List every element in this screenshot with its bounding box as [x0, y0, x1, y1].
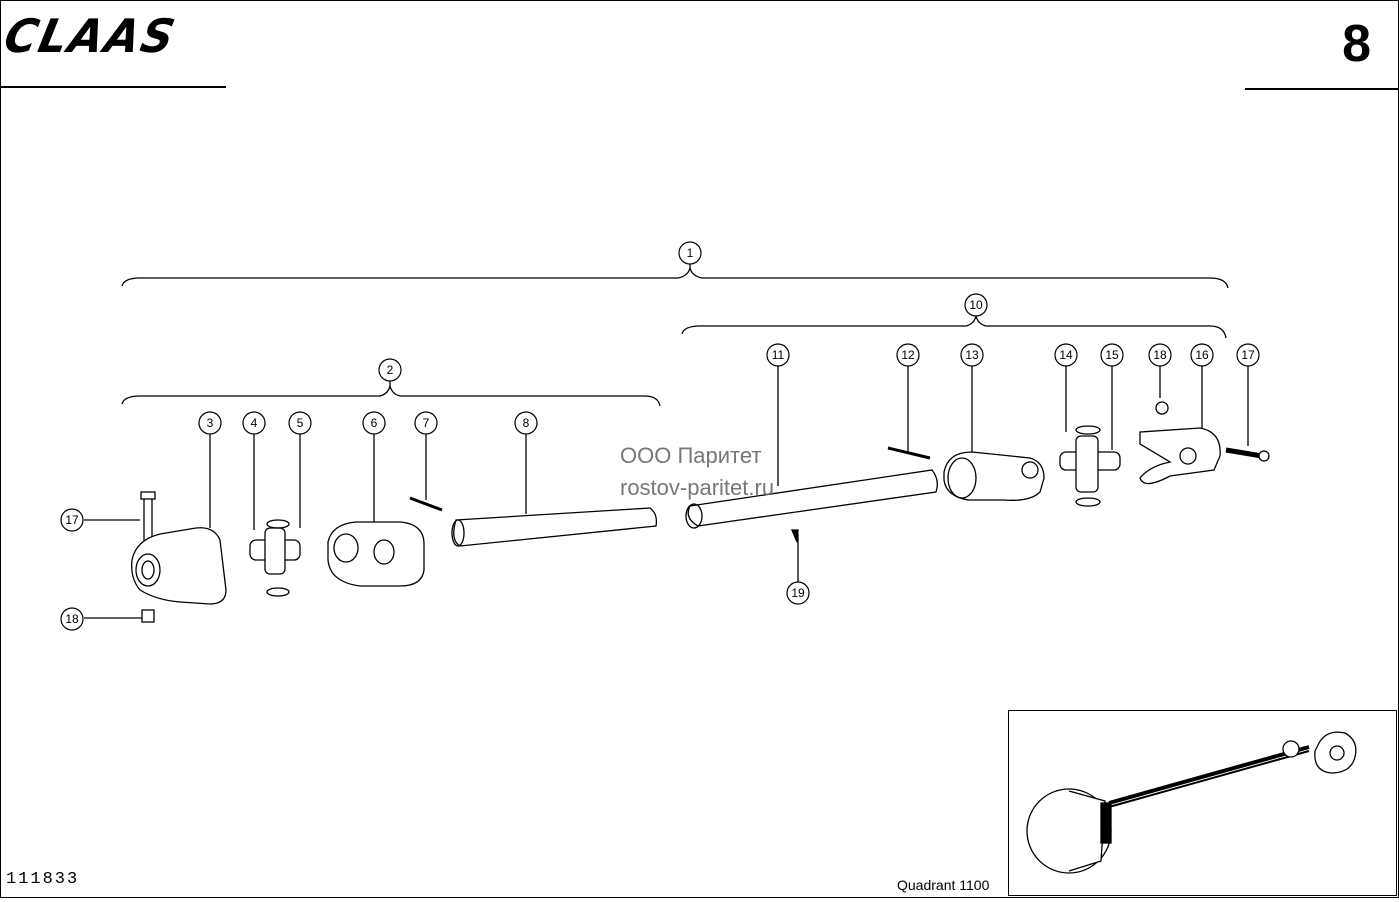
watermark: ООО Паритет rostov-paritet.ru — [620, 440, 774, 504]
callout-c12: 12 — [896, 343, 920, 367]
callout-c8: 8 — [514, 411, 538, 435]
callout-label: 10 — [969, 298, 983, 312]
callout-label: 13 — [965, 348, 979, 362]
callout-circle — [786, 581, 810, 605]
part-yoke-3 — [131, 527, 227, 605]
callout-label: 19 — [791, 586, 805, 600]
callout-circle — [1236, 343, 1260, 367]
part-screw-19 — [791, 529, 799, 543]
callout-circle — [1148, 343, 1172, 367]
callout-circle — [60, 607, 84, 631]
callout-c5: 5 — [288, 411, 312, 435]
callout-label: 12 — [901, 348, 915, 362]
callout-c17a: 17 — [1236, 343, 1260, 367]
callout-label: 18 — [1153, 348, 1167, 362]
callout-c4: 4 — [242, 411, 266, 435]
callout-c6: 6 — [362, 411, 386, 435]
callout-circle — [678, 241, 702, 265]
callout-c18a: 18 — [1148, 343, 1172, 367]
part-bolt-right — [1225, 447, 1263, 459]
callout-label: 6 — [371, 416, 378, 430]
callout-circle — [242, 411, 266, 435]
callout-label: 3 — [207, 416, 214, 430]
header-rule-left — [0, 86, 226, 88]
callout-c1: 1 — [678, 241, 702, 265]
part-pin-12 — [887, 446, 931, 460]
callout-label: 16 — [1195, 348, 1209, 362]
callout-label: 18 — [65, 612, 79, 626]
doc-number: 111833 — [6, 870, 80, 889]
callout-label: 2 — [387, 363, 394, 377]
callout-label: 17 — [1241, 348, 1255, 362]
part-pin-7 — [409, 496, 443, 512]
callout-circle — [60, 508, 84, 532]
callout-c13: 13 — [960, 343, 984, 367]
callout-label: 5 — [297, 416, 304, 430]
inset-illustration — [1008, 710, 1397, 896]
callout-label: 11 — [772, 348, 785, 362]
bracket-assembly-2 — [121, 385, 661, 407]
bracket-assembly-1 — [121, 267, 1229, 289]
watermark-line-2: rostov-paritet.ru — [620, 475, 775, 500]
callout-circle — [378, 358, 402, 382]
callout-c2: 2 — [378, 358, 402, 382]
callout-c7: 7 — [414, 411, 438, 435]
callout-circle — [1100, 343, 1124, 367]
bracket-assembly-10 — [681, 315, 1227, 339]
callout-c3: 3 — [198, 411, 222, 435]
callout-circle — [1054, 343, 1078, 367]
header-rule-right — [1245, 88, 1399, 90]
callout-c15: 15 — [1100, 343, 1124, 367]
model-label: Quadrant 1100 — [897, 877, 990, 893]
callout-circle — [362, 411, 386, 435]
callout-circle — [960, 343, 984, 367]
callout-label: 7 — [423, 416, 430, 430]
callout-c19: 19 — [786, 581, 810, 605]
page-number: 8 — [1342, 15, 1371, 73]
callout-c17b: 17 — [60, 508, 84, 532]
callout-circle — [964, 293, 988, 317]
part-yoke-6 — [327, 521, 425, 587]
callout-label: 1 — [687, 246, 694, 260]
part-tube-8 — [453, 507, 658, 547]
callout-label: 4 — [251, 416, 258, 430]
callout-label: 15 — [1105, 348, 1119, 362]
callout-c14: 14 — [1054, 343, 1078, 367]
callout-circle — [198, 411, 222, 435]
part-nut-top — [1155, 401, 1169, 415]
part-nut-left — [141, 609, 155, 623]
inset-drawing — [1026, 731, 1357, 874]
callout-c18b: 18 — [60, 607, 84, 631]
callout-label: 17 — [65, 513, 79, 527]
callout-circle — [288, 411, 312, 435]
callout-circle — [514, 411, 538, 435]
callout-c11: 11 — [766, 343, 790, 367]
callout-c10: 10 — [964, 293, 988, 317]
watermark-line-1: ООО Паритет — [620, 443, 762, 468]
callout-label: 8 — [523, 416, 530, 430]
callout-circle — [414, 411, 438, 435]
part-yoke-13 — [943, 451, 1045, 501]
callout-circle — [766, 343, 790, 367]
part-tube-11 — [687, 469, 938, 527]
callout-label: 14 — [1059, 348, 1073, 362]
callout-circle — [1190, 343, 1214, 367]
callout-c16: 16 — [1190, 343, 1214, 367]
callout-circle — [896, 343, 920, 367]
